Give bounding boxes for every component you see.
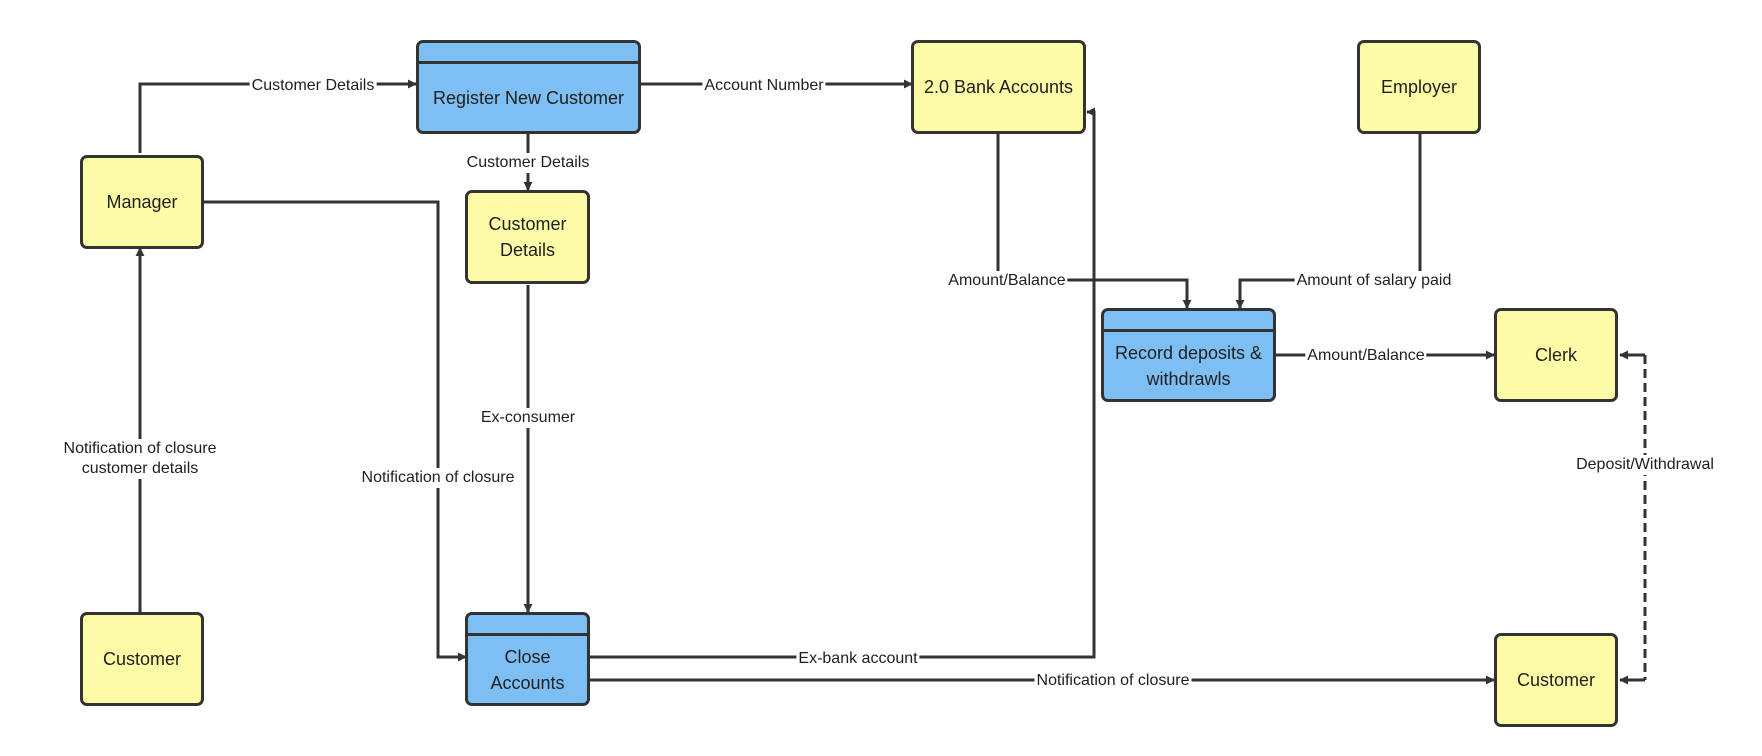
process-close-accounts[interactable]: Close Accounts [465,612,590,706]
datastore-label: Customer Details [488,214,567,260]
flow-label-employer-to-record: Amount of salary paid [1294,271,1454,291]
flow-label-close-to-customer: Notification of closure [1034,671,1192,691]
entity-customer-right[interactable]: Customer [1494,633,1618,727]
flow-mgr-to-close [203,200,467,662]
process-header-bar [419,43,638,64]
entity-clerk[interactable]: Clerk [1494,308,1618,402]
flow-label-register-to-bank: Account Number [702,76,826,96]
entity-label: Manager [106,192,178,212]
process-register-new-customer[interactable]: Register New Customer [416,40,641,134]
entity-label: Clerk [1534,345,1577,365]
entity-label: Employer [1380,77,1458,97]
flow-label-register-to-details: Customer Details [464,153,592,173]
entity-employer[interactable]: Employer [1357,40,1481,134]
flow-close-to-bank [589,107,1096,659]
process-label: Register New Customer [432,87,625,108]
flow-label-bank-to-record: Amount/Balance [946,271,1068,291]
datastore-customer-details[interactable]: Customer Details [465,190,590,284]
entity-label: Customer [1516,670,1596,690]
process-header-bar [468,615,587,636]
flow-label-mgr-to-register: Customer Details [249,76,377,96]
flow-label-close-to-bank: Ex-bank account [796,649,920,669]
datastore-bank-accounts[interactable]: 2.0 Bank Accounts [911,40,1086,134]
process-label: Close Accounts [490,646,565,693]
process-label: Record deposits & withdrawls [1114,342,1263,389]
datastore-label: 2.0 Bank Accounts [923,77,1074,97]
process-header-bar [1104,311,1273,332]
flow-bank-to-record [996,133,1192,309]
flow-label-details-to-close: Ex-consumer [478,408,578,428]
entity-customer-left[interactable]: Customer [80,612,204,706]
process-record-deposits[interactable]: Record deposits & withdrawls [1101,308,1276,402]
entity-label: Customer [102,649,182,669]
entity-manager[interactable]: Manager [80,155,204,249]
flow-label-clerk-customer: Deposit/Withdrawal [1574,455,1716,475]
flow-label-customer-to-mgr: Notification of closure customer details [61,439,219,479]
flow-label-record-to-clerk: Amount/Balance [1305,346,1427,366]
flow-label-mgr-to-close: Notification of closure [359,468,517,488]
